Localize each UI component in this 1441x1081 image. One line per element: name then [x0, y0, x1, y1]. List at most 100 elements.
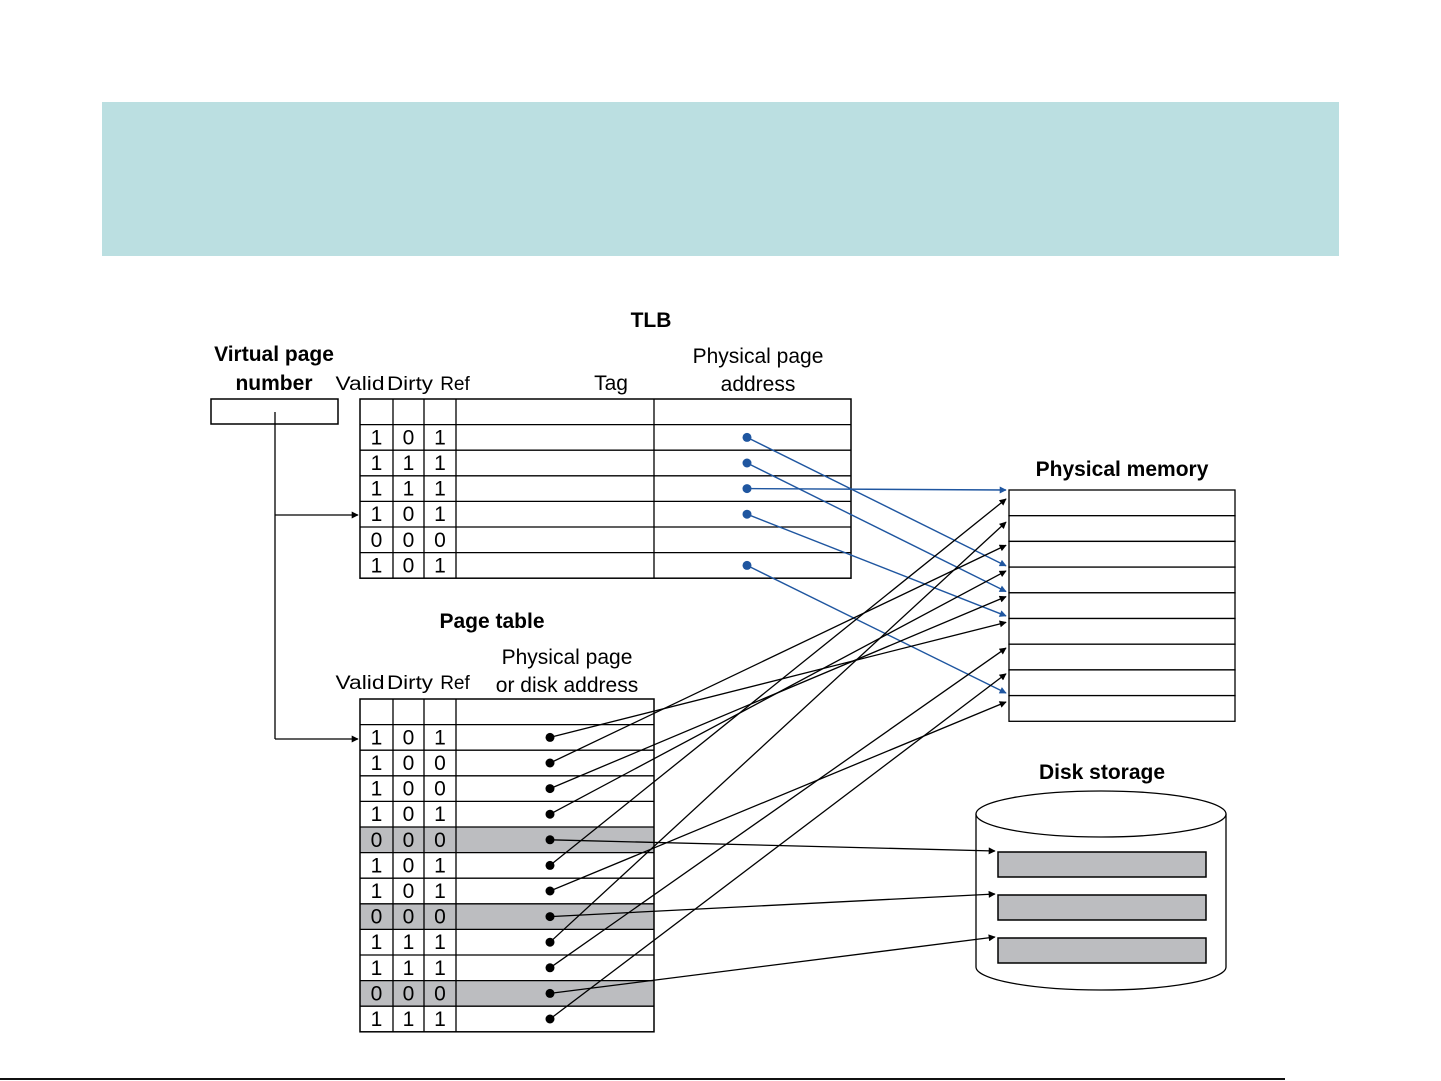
page-table-to-memory-link	[549, 673, 1007, 1020]
pt-ref-bit: 1	[434, 1008, 446, 1031]
physical-memory-slot	[1008, 694, 1236, 722]
physical-memory-slot	[1008, 489, 1236, 517]
disk-storage	[975, 790, 1227, 991]
page-table-to-disk-link	[549, 890, 996, 918]
tlb-valid-bit: 1	[371, 503, 383, 526]
page-table-to-memory-link	[549, 521, 1007, 943]
disk-cylinder-top	[975, 790, 1227, 838]
page-table-to-memory-link	[549, 647, 1007, 969]
page-table-invalid-row-shade	[360, 903, 654, 930]
pt-ref-bit: 1	[434, 957, 446, 980]
physical-memory-slot	[1008, 617, 1236, 645]
pt-dirty-bit: 0	[403, 829, 415, 852]
pt-header-dirty: Dirty	[387, 673, 434, 694]
tlb-to-memory-link	[746, 486, 1007, 494]
tlb-ref-bit: 1	[434, 554, 446, 577]
page-table-pointer-dot	[545, 732, 555, 742]
pt-dirty-bit: 0	[403, 752, 415, 775]
tlb-ref-bit: 1	[434, 503, 446, 526]
pt-valid-bit: 1	[371, 752, 383, 775]
physical-memory-title: Physical memory	[1036, 458, 1209, 481]
pt-dirty-bit: 0	[403, 726, 415, 749]
pt-valid-bit: 1	[371, 931, 383, 954]
page-table-pointer-dot	[545, 937, 555, 947]
page-table-to-disk-link	[549, 839, 996, 855]
page-table-pointer-dot	[545, 886, 555, 896]
tlb-valid-bit: 0	[371, 529, 383, 552]
pt-valid-bit: 1	[371, 1008, 383, 1031]
pt-valid-bit: 1	[371, 726, 383, 749]
pt-valid-bit: 0	[371, 906, 383, 929]
disk-block	[997, 894, 1207, 921]
pt-ref-bit: 1	[434, 931, 446, 954]
pt-ref-bit: 0	[434, 982, 446, 1005]
page-table-to-memory-link	[549, 544, 1007, 764]
physical-memory-slot	[1008, 515, 1236, 543]
tlb-dirty-bit: 1	[403, 452, 415, 475]
tlb-pointer-dot	[742, 458, 752, 468]
pt-dirty-bit: 1	[403, 931, 415, 954]
pt-valid-bit: 1	[371, 778, 383, 801]
tlb-header-valid: Valid	[336, 374, 385, 395]
physical-memory-slot	[1008, 540, 1236, 568]
tlb-ref-bit: 0	[434, 529, 446, 552]
pt-dirty-bit: 0	[403, 854, 415, 877]
tlb-title: TLB	[631, 309, 672, 332]
pt-dirty-bit: 1	[403, 957, 415, 980]
tlb-ref-bit: 1	[434, 452, 446, 475]
pt-ref-bit: 0	[434, 906, 446, 929]
tlb-dirty-bit: 0	[403, 554, 415, 577]
pt-valid-bit: 1	[371, 803, 383, 826]
physical-memory	[1008, 489, 1236, 722]
disk-block	[997, 851, 1207, 878]
vpn-label-line1: Virtual page	[214, 343, 334, 366]
tlb-to-memory-link	[746, 513, 1007, 617]
page-table-pointer-dot	[545, 835, 555, 845]
pt-header-phys-line1: Physical page	[502, 646, 633, 669]
pt-dirty-bit: 1	[403, 1008, 415, 1031]
tlb-to-memory-link	[746, 436, 1007, 567]
pt-valid-bit: 1	[371, 880, 383, 903]
page-table-to-memory-link	[549, 701, 1007, 892]
footer-rule	[0, 1078, 1285, 1080]
disk-storage-title: Disk storage	[1039, 761, 1165, 784]
pt-header-valid: Valid	[336, 673, 385, 694]
vpn-label-line2: number	[235, 372, 312, 395]
page-table-pointer-dot	[545, 912, 555, 922]
mapping-links	[545, 432, 1007, 1024]
page-table-pointer-dot	[545, 758, 555, 768]
pt-ref-bit: 0	[434, 752, 446, 775]
page-table-pointer-dot	[545, 809, 555, 819]
tlb-to-memory-link	[746, 462, 1007, 593]
pt-ref-bit: 0	[434, 829, 446, 852]
pt-header-phys-line2: or disk address	[496, 674, 638, 697]
page-table-frame	[359, 698, 655, 1033]
physical-memory-slot	[1008, 643, 1236, 671]
tlb-dirty-bit: 1	[403, 478, 415, 501]
tlb-pointer-dot	[742, 509, 752, 519]
title-banner	[102, 102, 1339, 256]
page-table-title: Page table	[439, 610, 544, 633]
pt-dirty-bit: 0	[403, 778, 415, 801]
tlb-header-dirty: Dirty	[387, 374, 434, 395]
page-table-invalid-row-shade	[360, 827, 654, 853]
page-table-pointer-dot	[545, 784, 555, 794]
pt-ref-bit: 1	[434, 880, 446, 903]
tlb-header-tag: Tag	[594, 372, 628, 395]
pt-ref-bit: 1	[434, 726, 446, 749]
tlb-ref-bit: 1	[434, 478, 446, 501]
page-table-pointer-dot	[545, 860, 555, 870]
tlb-valid-bit: 1	[371, 554, 383, 577]
page-table-invalid-row-shade	[360, 980, 654, 1007]
pt-dirty-bit: 0	[403, 803, 415, 826]
pt-dirty-bit: 0	[403, 906, 415, 929]
physical-memory-slot	[1008, 669, 1236, 697]
disk-block	[997, 937, 1207, 964]
physical-memory-slot	[1008, 592, 1236, 620]
tlb-dirty-bit: 0	[403, 503, 415, 526]
pt-valid-bit: 0	[371, 982, 383, 1005]
tlb-pointer-dot	[742, 484, 752, 494]
page-table-to-memory-link	[549, 620, 1007, 739]
pt-valid-bit: 1	[371, 957, 383, 980]
